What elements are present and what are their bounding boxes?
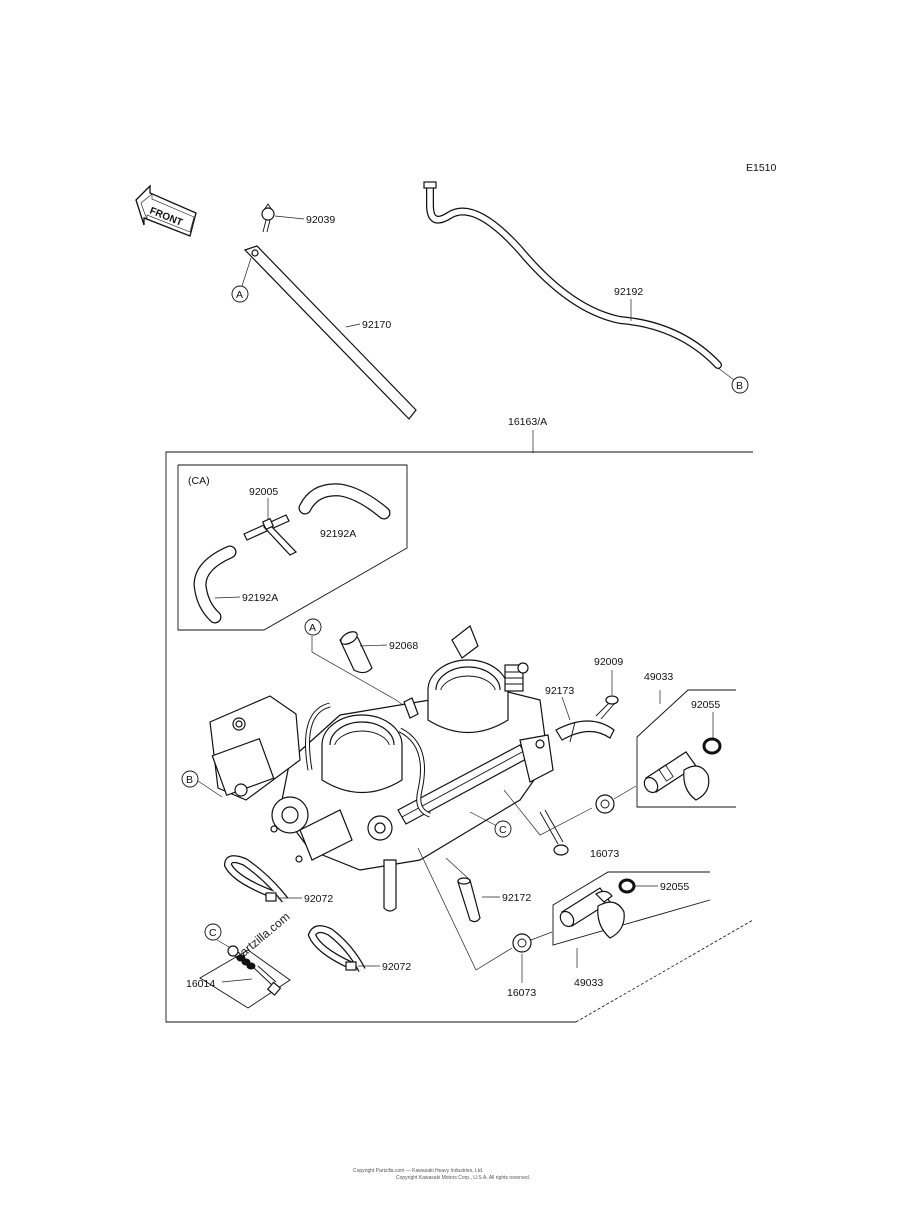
part-label-92039: 92039 xyxy=(306,214,335,226)
ca-variant-box xyxy=(177,464,408,631)
part-label-16073-1: 16073 xyxy=(590,848,619,860)
callout-b-top: B xyxy=(717,367,749,394)
front-arrow-icon: FRONT xyxy=(135,184,197,237)
part-label-16073-2: 16073 xyxy=(507,987,536,999)
part-92072-band-2 xyxy=(307,925,380,972)
part-label-49033-2: 49033 xyxy=(574,977,603,989)
part-92192-hose xyxy=(423,181,722,369)
part-label-92192a-1: 92192A xyxy=(320,528,356,540)
part-92039-bolt xyxy=(261,203,305,233)
part-label-92192: 92192 xyxy=(614,286,643,298)
part-label-92192a-2: 92192A xyxy=(242,592,278,604)
svg-text:B: B xyxy=(736,380,743,392)
footer-line-2: Copyright Kawasaki Motors Corp., U.S.A. … xyxy=(396,1175,530,1181)
variant-label: (CA) xyxy=(188,475,210,487)
part-label-92173: 92173 xyxy=(545,685,574,697)
footer-line-1: Copyright Partzilla.com — Kawasaki Heavy… xyxy=(353,1168,483,1174)
part-label-92170: 92170 xyxy=(362,319,391,331)
part-label-16014: 16014 xyxy=(186,978,215,990)
group-label: 16163/A xyxy=(508,416,547,428)
part-label-92055-2: 92055 xyxy=(660,881,689,893)
part-92173-clamp xyxy=(555,696,615,743)
callout-c-left: C xyxy=(204,923,230,948)
svg-text:A: A xyxy=(309,622,316,634)
part-label-92072-2: 92072 xyxy=(382,961,411,973)
part-49033-injector-lower xyxy=(512,871,711,968)
part-49033-injector-upper xyxy=(595,689,736,814)
callout-a-top: A xyxy=(231,257,252,303)
part-92068-cap xyxy=(339,631,388,674)
part-label-49033-1: 49033 xyxy=(644,671,673,683)
svg-text:C: C xyxy=(499,824,507,836)
part-label-92005: 92005 xyxy=(249,486,278,498)
part-label-92068: 92068 xyxy=(389,640,418,652)
assembly-frame xyxy=(165,451,754,1023)
callout-c-right: C xyxy=(469,811,512,838)
diagram-code: E1510 xyxy=(746,162,777,174)
svg-text:A: A xyxy=(236,289,243,301)
part-92072-band-1 xyxy=(223,855,302,903)
svg-text:C: C xyxy=(209,927,217,939)
throttle-body-assembly xyxy=(209,625,569,912)
part-label-92072-1: 92072 xyxy=(304,893,333,905)
svg-text:B: B xyxy=(186,774,193,786)
part-92009-screw xyxy=(595,670,619,720)
part-92172-screw xyxy=(445,857,500,923)
part-label-92009: 92009 xyxy=(594,656,623,668)
part-92170-strap xyxy=(243,245,417,420)
part-label-92055-1: 92055 xyxy=(691,699,720,711)
part-label-92172: 92172 xyxy=(502,892,531,904)
part-16014-screw-set xyxy=(199,945,291,1009)
callout-b-left: B xyxy=(181,770,223,798)
